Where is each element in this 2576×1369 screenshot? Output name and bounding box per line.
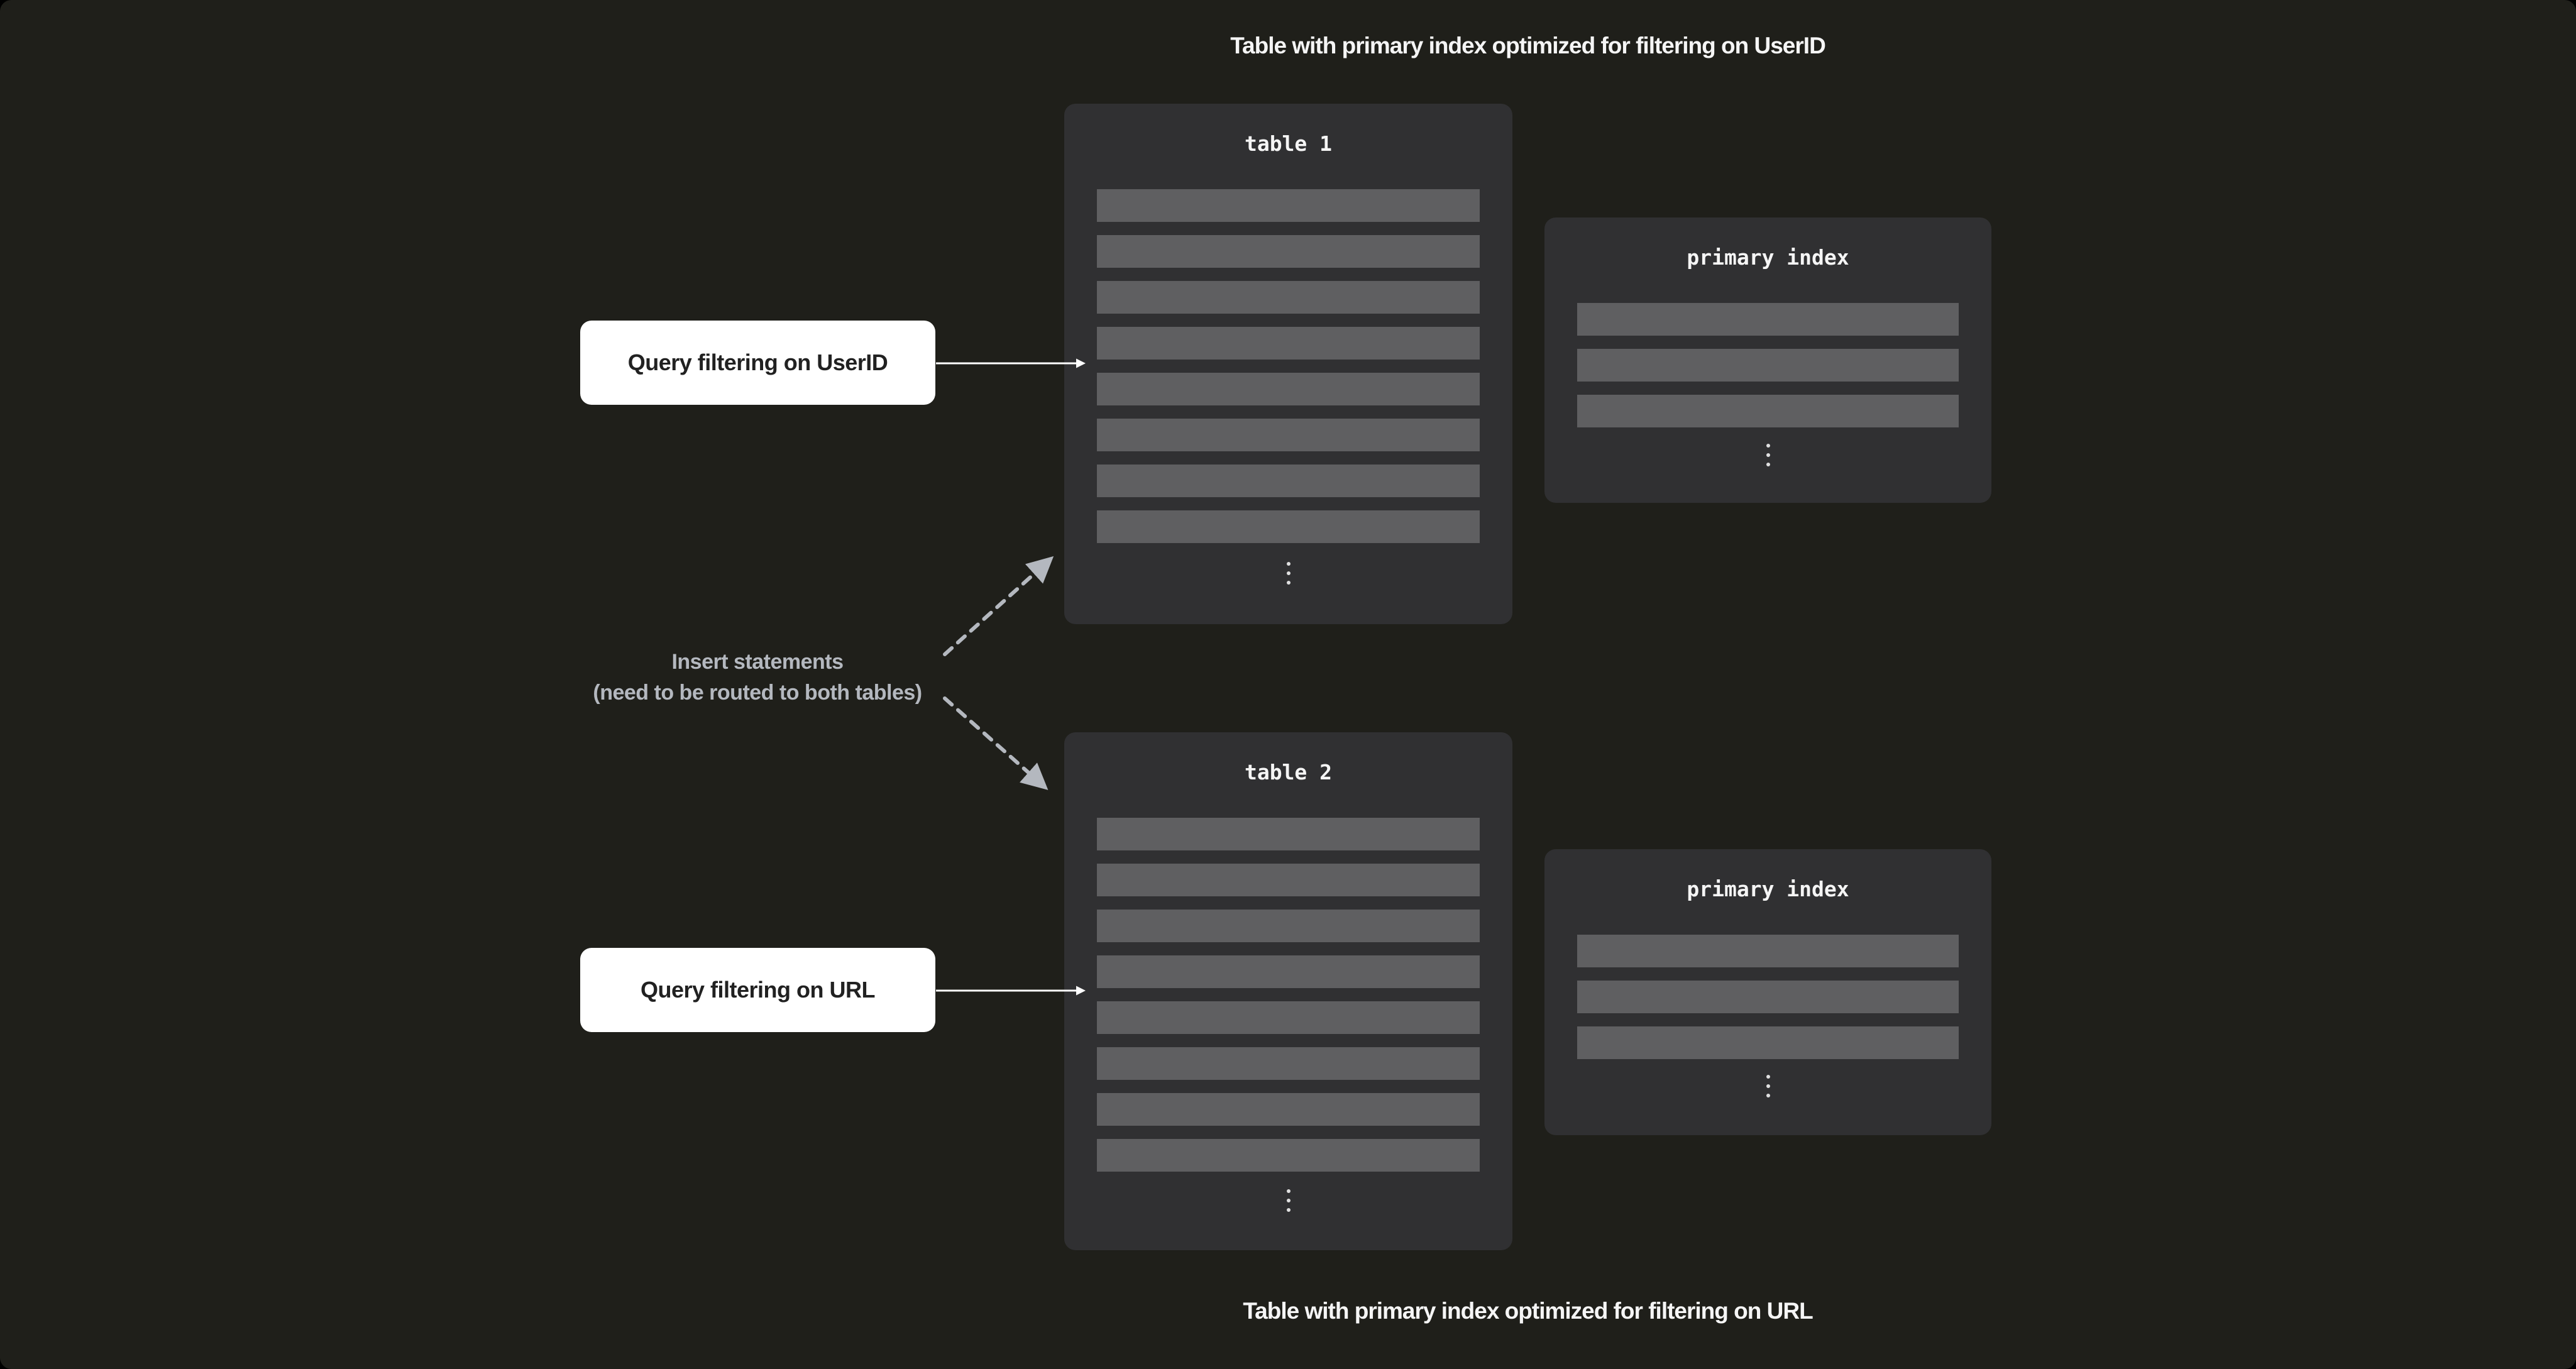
title-bottom: Table with primary index optimized for f… [1243, 1298, 1813, 1324]
table2-rows [1097, 818, 1480, 1172]
primary-index-2-rows [1577, 935, 1959, 1059]
record-row [1097, 235, 1480, 268]
ellipsis-dot [1286, 571, 1291, 575]
record-row [1097, 910, 1480, 942]
insert-statements-note: Insert statements (need to be routed to … [443, 647, 1072, 708]
table1-title: table 1 [1244, 131, 1333, 156]
primary-index-1-ellipsis-icon [1544, 444, 1991, 466]
ellipsis-dot [1286, 581, 1291, 585]
record-row [1577, 349, 1959, 382]
ellipsis-dot [1766, 444, 1770, 448]
ellipsis-dot [1286, 1208, 1291, 1212]
ellipsis-dot [1766, 463, 1770, 466]
record-row [1577, 981, 1959, 1013]
query-url-callout: Query filtering on URL [580, 948, 935, 1032]
ellipsis-dot [1766, 453, 1770, 457]
primary-index-1-rows [1577, 303, 1959, 427]
insert-statements-line1: Insert statements [671, 650, 844, 674]
record-row [1577, 303, 1959, 336]
ellipsis-dot [1286, 1189, 1291, 1193]
primary-index-2-panel: primary index [1544, 849, 1991, 1135]
ellipsis-dot [1286, 1199, 1291, 1202]
insert-statements-line2: (need to be routed to both tables) [593, 681, 922, 705]
record-row [1577, 1026, 1959, 1059]
table1-ellipsis-icon [1064, 562, 1512, 585]
record-row [1097, 465, 1480, 497]
insert-arrow-to-table2 [943, 696, 1049, 790]
table2-ellipsis-icon [1064, 1189, 1512, 1212]
insert-arrow-to-table1 [943, 556, 1054, 656]
record-row [1097, 373, 1480, 405]
ellipsis-dot [1766, 1075, 1770, 1079]
query-userid-callout: Query filtering on UserID [580, 321, 935, 405]
ellipsis-dot [1286, 562, 1291, 566]
record-row [1097, 281, 1480, 314]
record-row [1097, 327, 1480, 360]
title-top: Table with primary index optimized for f… [1230, 33, 1826, 58]
record-row [1097, 419, 1480, 451]
ellipsis-dot [1766, 1094, 1770, 1097]
table2-panel: table 2 [1064, 732, 1512, 1250]
record-row [1577, 935, 1959, 967]
primary-index-2-title: primary index [1687, 877, 1849, 901]
record-row [1097, 1139, 1480, 1172]
record-row [1097, 818, 1480, 850]
record-row [1097, 189, 1480, 222]
ellipsis-dot [1766, 1084, 1770, 1088]
record-row [1097, 864, 1480, 896]
table1-rows [1097, 189, 1480, 543]
primary-index-1-panel: primary index [1544, 217, 1991, 503]
record-row [1097, 1047, 1480, 1080]
record-row [1097, 955, 1480, 988]
record-row [1097, 510, 1480, 543]
table1-panel: table 1 [1064, 104, 1512, 624]
record-row [1097, 1093, 1480, 1126]
record-row [1577, 395, 1959, 427]
primary-index-1-title: primary index [1687, 245, 1849, 270]
primary-index-2-ellipsis-icon [1544, 1075, 1991, 1097]
table2-title: table 2 [1244, 760, 1333, 784]
record-row [1097, 1001, 1480, 1034]
